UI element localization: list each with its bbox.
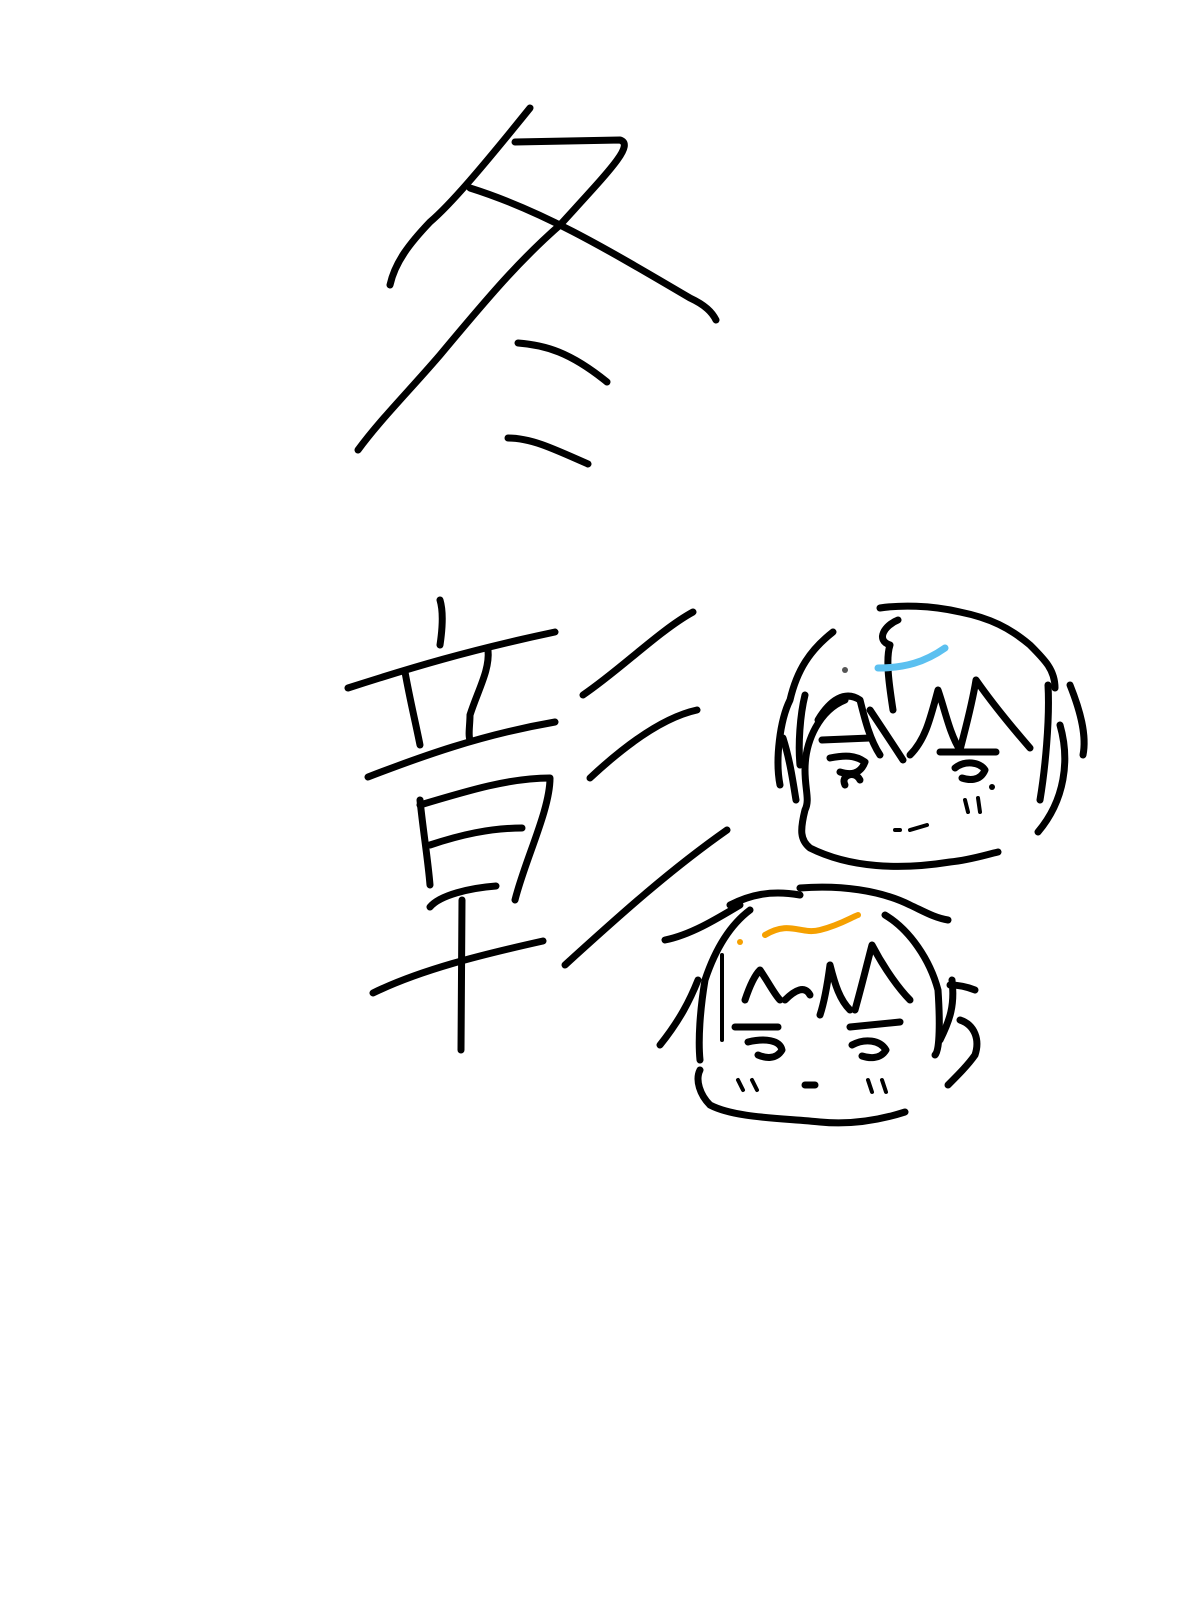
upper-head-dot-2 [989,784,995,790]
chibi-head-upper [774,602,1088,870]
handwritten-character-akira [344,596,731,1054]
handwritten-character-fuyu [354,104,720,468]
lower-hair-accent-orange [762,912,861,938]
lower-hair-dot-orange [737,939,743,945]
upper-hair-accent-blue [874,644,949,672]
chibi-head-lower [656,883,981,1127]
upper-head-dot [842,667,848,673]
